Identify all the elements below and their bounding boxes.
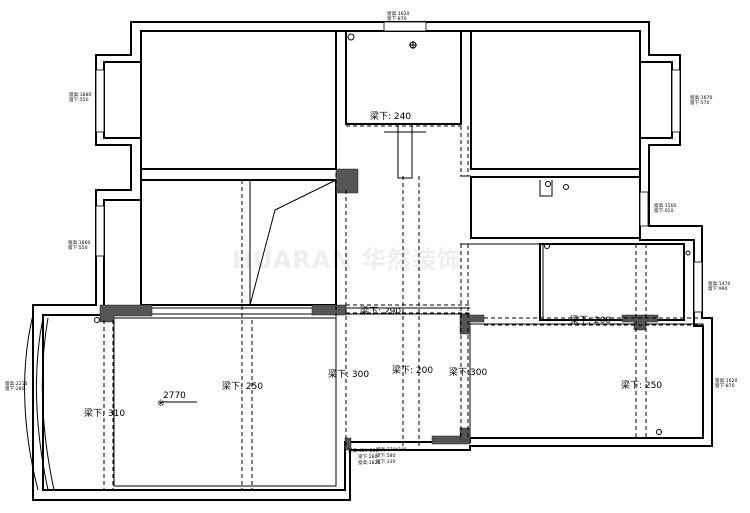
drain-icon: [347, 33, 355, 41]
window-tag: 窗高:1470 窗下:990: [708, 280, 731, 292]
beam-label: 梁下: 250: [222, 380, 263, 392]
beam-label: 梁下: 200: [392, 364, 433, 376]
svg-text:窗高:1470: 窗高:1470: [708, 280, 731, 287]
window-tag: 窗高:1620 窗下:870: [715, 377, 738, 389]
room-top-right: [470, 30, 641, 170]
door-swing: [249, 179, 337, 306]
svg-text:窗下:330: 窗下:330: [376, 458, 396, 465]
window-tag: 窗高:1670 窗下:570: [690, 94, 713, 106]
svg-text:窗高:1820: 窗高:1820: [358, 459, 381, 466]
room-mark-icon: ※: [157, 399, 165, 409]
svg-text:梁高:270*200: 梁高:270*200: [376, 446, 407, 453]
window-tags: 窗高:1620 窗下:870 窗高:1880 窗下:550 窗高:1670 窗下…: [5, 10, 738, 392]
svg-text:窗下:870: 窗下:870: [387, 15, 407, 22]
watermark: HUARAN 华然装饰: [232, 246, 462, 274]
svg-text:窗高:1560: 窗高:1560: [654, 202, 677, 209]
svg-text:窗下:990: 窗下:990: [708, 285, 728, 292]
svg-text:窗下:570: 窗下:570: [690, 99, 710, 106]
beam-lines: [103, 124, 703, 490]
columns: [99, 168, 659, 451]
dimension-value: 2770: [163, 391, 186, 401]
beam-label: 梁下: 240: [370, 110, 411, 122]
outer-wall-outer: [32, 21, 713, 501]
window-tag: 窗高:1880 窗下:550: [69, 91, 92, 103]
interior-walls: [104, 30, 704, 487]
svg-text:窗下:550: 窗下:550: [68, 244, 88, 251]
fixtures: [94, 33, 691, 435]
svg-text:窗下:550: 窗下:550: [69, 96, 89, 103]
svg-text:窗下:280: 窗下:280: [5, 385, 25, 392]
svg-text:窗高:2210: 窗高:2210: [5, 380, 28, 387]
svg-text:窗高:1860: 窗高:1860: [68, 239, 91, 246]
svg-text:梁高:420*280: 梁高:420*280: [348, 447, 379, 454]
room-lower-right: [539, 243, 685, 321]
beam-label: 梁下: 310: [84, 407, 125, 419]
beam-label: 梁下: 250: [621, 379, 662, 391]
svg-text:窗高:1670: 窗高:1670: [690, 94, 713, 101]
svg-text:窗高:1620: 窗高:1620: [387, 10, 410, 17]
room-mid-right: [470, 176, 641, 239]
window-tag: 窗高:1620 窗下:870: [387, 10, 410, 22]
window-tag: 窗高:1560 窗下:910: [654, 202, 677, 214]
svg-text:窗下:910: 窗下:910: [654, 207, 674, 214]
beam-labels: 梁下: 240 梁下: 290 梁下: 200 梁下: 300 梁下: 200 …: [84, 110, 662, 419]
room-top-left: [140, 30, 337, 170]
room-top-middle: [345, 30, 462, 125]
beam-label: 梁下: 300: [328, 368, 369, 380]
window-tag: 窗高:2210 窗下:280: [5, 380, 28, 392]
beam-label: 梁下:300: [449, 366, 487, 378]
balcony: [24, 314, 55, 491]
pipe-notes: 梁高:420*280 梁下:280 窗高:1820 梁高:270*200 梁下:…: [348, 446, 407, 466]
room-mid-left: [140, 179, 337, 306]
dimension-2770: 2770 ※: [157, 391, 197, 409]
window-tag: 窗高:1860 窗下:550: [68, 239, 91, 251]
svg-text:窗高:1880: 窗高:1880: [69, 91, 92, 98]
beam-label: 梁下: 200: [570, 314, 611, 326]
svg-text:窗高:1620: 窗高:1620: [715, 377, 738, 384]
windows: [95, 21, 703, 313]
beam-label: 梁下: 290: [360, 305, 401, 317]
svg-text:梁下:580: 梁下:580: [376, 452, 396, 459]
svg-text:窗下:870: 窗下:870: [715, 382, 735, 389]
svg-text:梁下:280: 梁下:280: [358, 453, 378, 460]
